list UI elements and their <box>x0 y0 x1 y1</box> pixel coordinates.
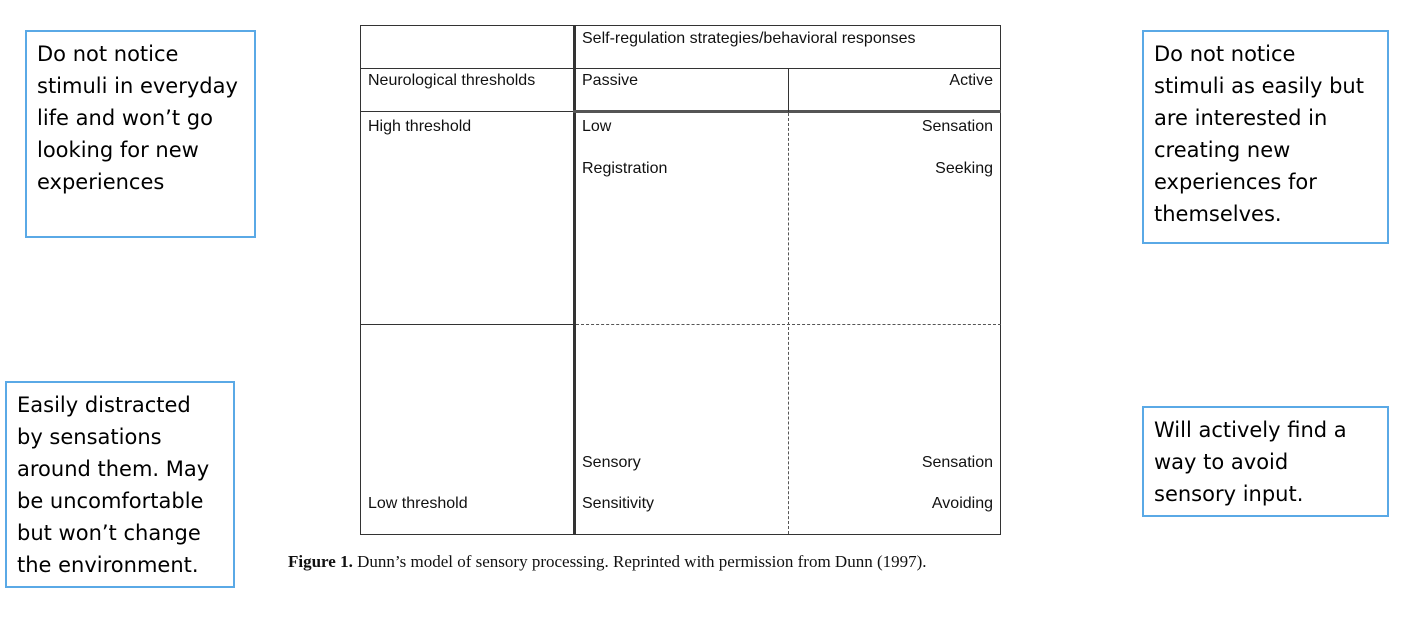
divider-subheader <box>573 110 1001 113</box>
quadrant-sensory-sensitivity-line1: Sensory <box>582 454 641 471</box>
header-passive: Passive <box>582 72 639 89</box>
label-low-threshold: Low threshold <box>368 495 468 512</box>
callout-sensory-sensitivity: Easily distracted by sensations around t… <box>5 381 235 588</box>
figure-caption: Figure 1. Dunn’s model of sensory proces… <box>288 552 927 572</box>
header-neurological-thresholds: Neurological thresholds <box>368 72 536 89</box>
quadrant-sensation-avoiding-line1: Sensation <box>921 454 993 471</box>
divider-header <box>361 68 1000 69</box>
header-active: Active <box>949 72 993 89</box>
divider-main-vertical <box>573 26 576 534</box>
figure-caption-label: Figure 1. <box>288 552 353 571</box>
quadrant-sensation-seeking-line2: Seeking <box>935 160 993 177</box>
divider-passive-active <box>788 68 789 112</box>
label-high-threshold: High threshold <box>368 118 472 135</box>
callout-sensation-avoiding: Will actively find a way to avoid sensor… <box>1142 406 1389 517</box>
divider-dashed-horizontal <box>576 324 1001 325</box>
callout-low-registration: Do not notice stimuli in everyday life a… <box>25 30 256 238</box>
divider-row-header <box>361 111 573 112</box>
divider-dashed-vertical <box>788 113 789 534</box>
dunn-model-table: Self-regulation strategies/behavioral re… <box>360 25 1001 535</box>
quadrant-low-registration-line1: Low <box>582 118 612 135</box>
header-self-regulation: Self-regulation strategies/behavioral re… <box>582 30 916 47</box>
quadrant-sensation-avoiding-line2: Avoiding <box>931 495 993 512</box>
callout-sensation-seeking: Do not notice stimuli as easily but are … <box>1142 30 1389 244</box>
figure-caption-text: Dunn’s model of sensory processing. Repr… <box>352 552 927 571</box>
quadrant-sensation-seeking-line1: Sensation <box>921 118 993 135</box>
quadrant-sensory-sensitivity-line2: Sensitivity <box>582 495 655 512</box>
quadrant-low-registration-line2: Registration <box>582 160 668 177</box>
divider-threshold <box>361 324 574 325</box>
